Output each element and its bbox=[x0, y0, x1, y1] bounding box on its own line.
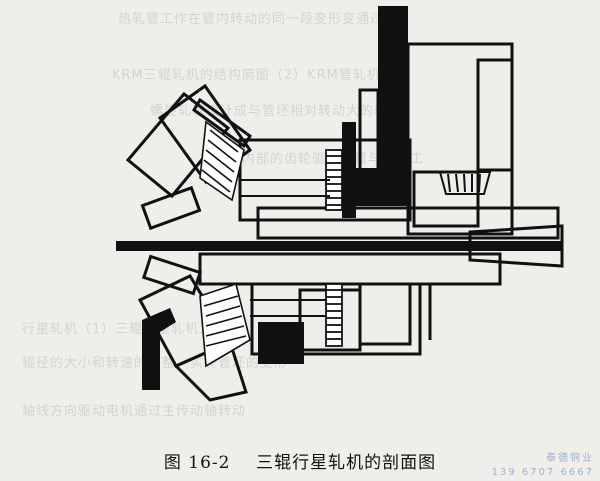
main-shaft-rod bbox=[116, 241, 562, 251]
upper-roll-assembly bbox=[125, 83, 253, 231]
exit-cone bbox=[468, 224, 564, 268]
background-text-line: 轴线方向驱动电机通过主传动轴转动 bbox=[22, 404, 247, 419]
watermark: 泰德铜业 139 6707 6667 bbox=[492, 452, 594, 480]
upper-vertical-column bbox=[378, 6, 408, 196]
mill-cross-section-diagram bbox=[116, 6, 564, 402]
upper-right-bevel-gear bbox=[438, 171, 492, 195]
lower-bracket bbox=[142, 320, 160, 390]
lower-shaft-sleeve bbox=[198, 252, 502, 286]
upper-right-box bbox=[476, 58, 514, 172]
watermark-phone: 139 6707 6667 bbox=[491, 467, 594, 478]
figure-title: 三辊行星轧机的剖面图 bbox=[256, 453, 437, 473]
lower-bracket-arm bbox=[142, 308, 176, 332]
background-text-line: KRM三辊轧机的结构简图（2）KRM管轧机 bbox=[112, 68, 381, 83]
lower-vertical-gear bbox=[325, 283, 343, 347]
lower-right-box bbox=[358, 282, 412, 346]
figure-number: 图 16-2 bbox=[163, 453, 231, 473]
upper-mid-box bbox=[358, 88, 380, 172]
upper-shaft-sleeve bbox=[256, 206, 560, 240]
lower-roll-bevel-gear bbox=[199, 282, 251, 368]
upper-left-block bbox=[342, 122, 356, 218]
upper-right-housing bbox=[406, 42, 514, 236]
upper-column-foot bbox=[350, 168, 410, 206]
figure-caption: 图 16-2 三辊行星轧机的剖面图 bbox=[0, 448, 600, 473]
watermark-name: 泰德铜业 bbox=[546, 453, 594, 464]
lower-left-block bbox=[258, 322, 304, 364]
background-text-line: 行星轧机（1）三辊行星轧机工作中 bbox=[22, 322, 242, 337]
upper-right-inner bbox=[412, 170, 480, 228]
background-text-line: 热轧管工作在管内转动的同一段变形变通过以 bbox=[118, 12, 399, 27]
background-text-line: 轧机体内部的齿轮驱动装置与轧辊工 bbox=[200, 152, 425, 167]
upper-roll-bevel-gear bbox=[199, 120, 245, 202]
